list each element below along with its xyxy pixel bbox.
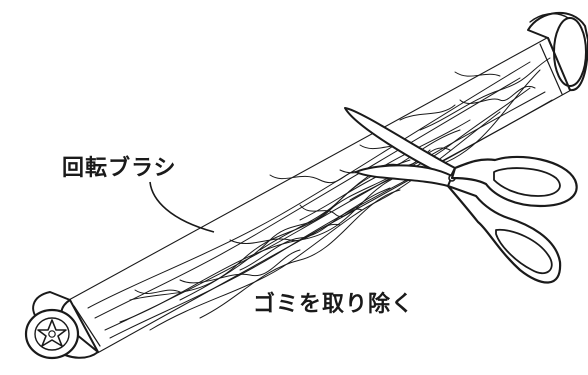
left-end-cap [24,291,101,360]
brush-leader-line [149,181,215,233]
roller-body [70,38,570,352]
action-label: ゴミを取り除く [253,292,415,317]
right-end-cap [527,11,588,95]
scissors-icon [344,107,578,284]
brush-label: 回転ブラシ [62,156,177,181]
right-cap-face [553,17,587,87]
